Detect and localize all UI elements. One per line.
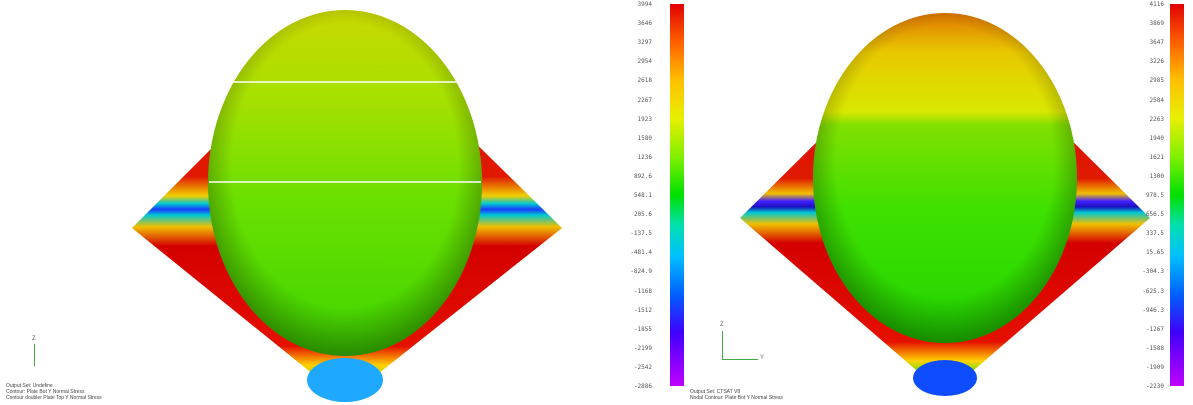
legend-tick-label: 3226 (1149, 58, 1164, 66)
legend-tick-label: 1300 (1149, 172, 1164, 180)
left-model-render (132, 10, 562, 402)
legend-tick-label: 2618 (637, 77, 652, 85)
caption-line: Contour doubler Plate Top Y Normal Stres… (6, 395, 102, 401)
legend-tick-label: -1855 (633, 325, 652, 333)
legend-tick-label: 3646 (637, 20, 652, 28)
legend-tick-label: 2267 (637, 96, 652, 104)
caption-line: Nodal Contour: Plate Bot Y Normal Stress (690, 395, 783, 401)
legend-tick-label: 3647 (1149, 39, 1164, 47)
legend-tick-label: 337.5 (1145, 230, 1164, 238)
legend-tick-label: -2199 (633, 344, 652, 352)
right-model-render (740, 13, 1150, 396)
legend-tick-label: 1236 (637, 153, 652, 161)
axis-z-line (722, 331, 723, 359)
legend-tick-label: 1580 (637, 134, 652, 142)
left-legend-ticks: 3994 3646 3297 2954 2618 2267 1923 1580 1236 892.… (622, 2, 652, 392)
legend-tick-label: -946.3 (1142, 306, 1164, 314)
legend-tick-label: -2886 (633, 383, 652, 390)
legend-tick-label: 1621 (1149, 153, 1164, 161)
caption-line: Output Set: CTSAT V8 (690, 389, 741, 395)
legend-tick-label: -824.9 (630, 268, 652, 276)
legend-tick-label: 2263 (1149, 115, 1164, 123)
caption-line: Output Set: Undefine (6, 383, 53, 389)
legend-tick-label: -1267 (1145, 325, 1164, 333)
legend-tick-label: -304.3 (1142, 268, 1164, 276)
legend-tick-label: 1940 (1149, 134, 1164, 142)
legend-tick-label: -481.4 (630, 249, 652, 257)
legend-tick-label: 205.6 (633, 211, 652, 219)
legend-tick-label: -2542 (633, 363, 652, 371)
right-contour-plot: 3994 3646 3297 2954 2618 2267 1923 1580 1236 892.… (600, 0, 1193, 405)
legend-tick-label: -1588 (1145, 344, 1164, 352)
bottom-cap (307, 358, 383, 402)
left-color-legend (670, 4, 684, 386)
legend-tick-label: 892.6 (633, 172, 652, 180)
legend-tick-label: -1168 (633, 287, 652, 295)
legend-tick-label: 548.1 (633, 192, 652, 199)
legend-tick-label: 2985 (1149, 77, 1164, 85)
legend-tick-label: -1512 (633, 306, 652, 314)
legend-tick-label: 2584 (1149, 96, 1164, 104)
legend-tick-label: 1923 (637, 115, 652, 123)
bottom-cap (913, 360, 977, 396)
legend-tick-label: -137.5 (630, 230, 652, 238)
legend-tick-label: 15.65 (1145, 249, 1164, 257)
axis-z-line (34, 344, 35, 366)
axis-y-line (722, 359, 758, 360)
axis-label-z: Z (720, 322, 724, 328)
sphere-shading (813, 13, 1077, 343)
right-legend-ticks: 4116 3869 3647 3226 2985 2584 2263 1940 1621 1300… (1134, 2, 1164, 392)
legend-tick-label: 4116 (1149, 1, 1164, 8)
left-caption: Output Set: Undefine Contour: Plate Bot … (6, 383, 102, 401)
legend-tick-label: -2230 (1145, 383, 1164, 390)
right-caption: Output Set: CTSAT V8 Nodal Contour: Plat… (690, 389, 783, 401)
left-contour-plot: Z Output Set: Undefine Contour: Plate Bo… (6, 10, 562, 402)
legend-tick-label: 3869 (1149, 20, 1164, 28)
legend-tick-label: 978.5 (1145, 192, 1164, 199)
sphere-shading (208, 10, 482, 356)
legend-tick-label: 3994 (637, 1, 652, 8)
legend-tick-label: -1909 (1145, 363, 1164, 371)
legend-tick-label: 2954 (637, 58, 652, 66)
right-color-legend (1170, 4, 1184, 386)
axis-label-y: Y (760, 355, 765, 361)
legend-tick-label: 656.5 (1145, 211, 1164, 219)
legend-tick-label: 3297 (637, 39, 652, 47)
caption-line: Contour: Plate Bot Y Normal Stress (6, 389, 85, 395)
legend-tick-label: -625.3 (1142, 287, 1164, 295)
axis-label-z: Z (32, 336, 36, 342)
